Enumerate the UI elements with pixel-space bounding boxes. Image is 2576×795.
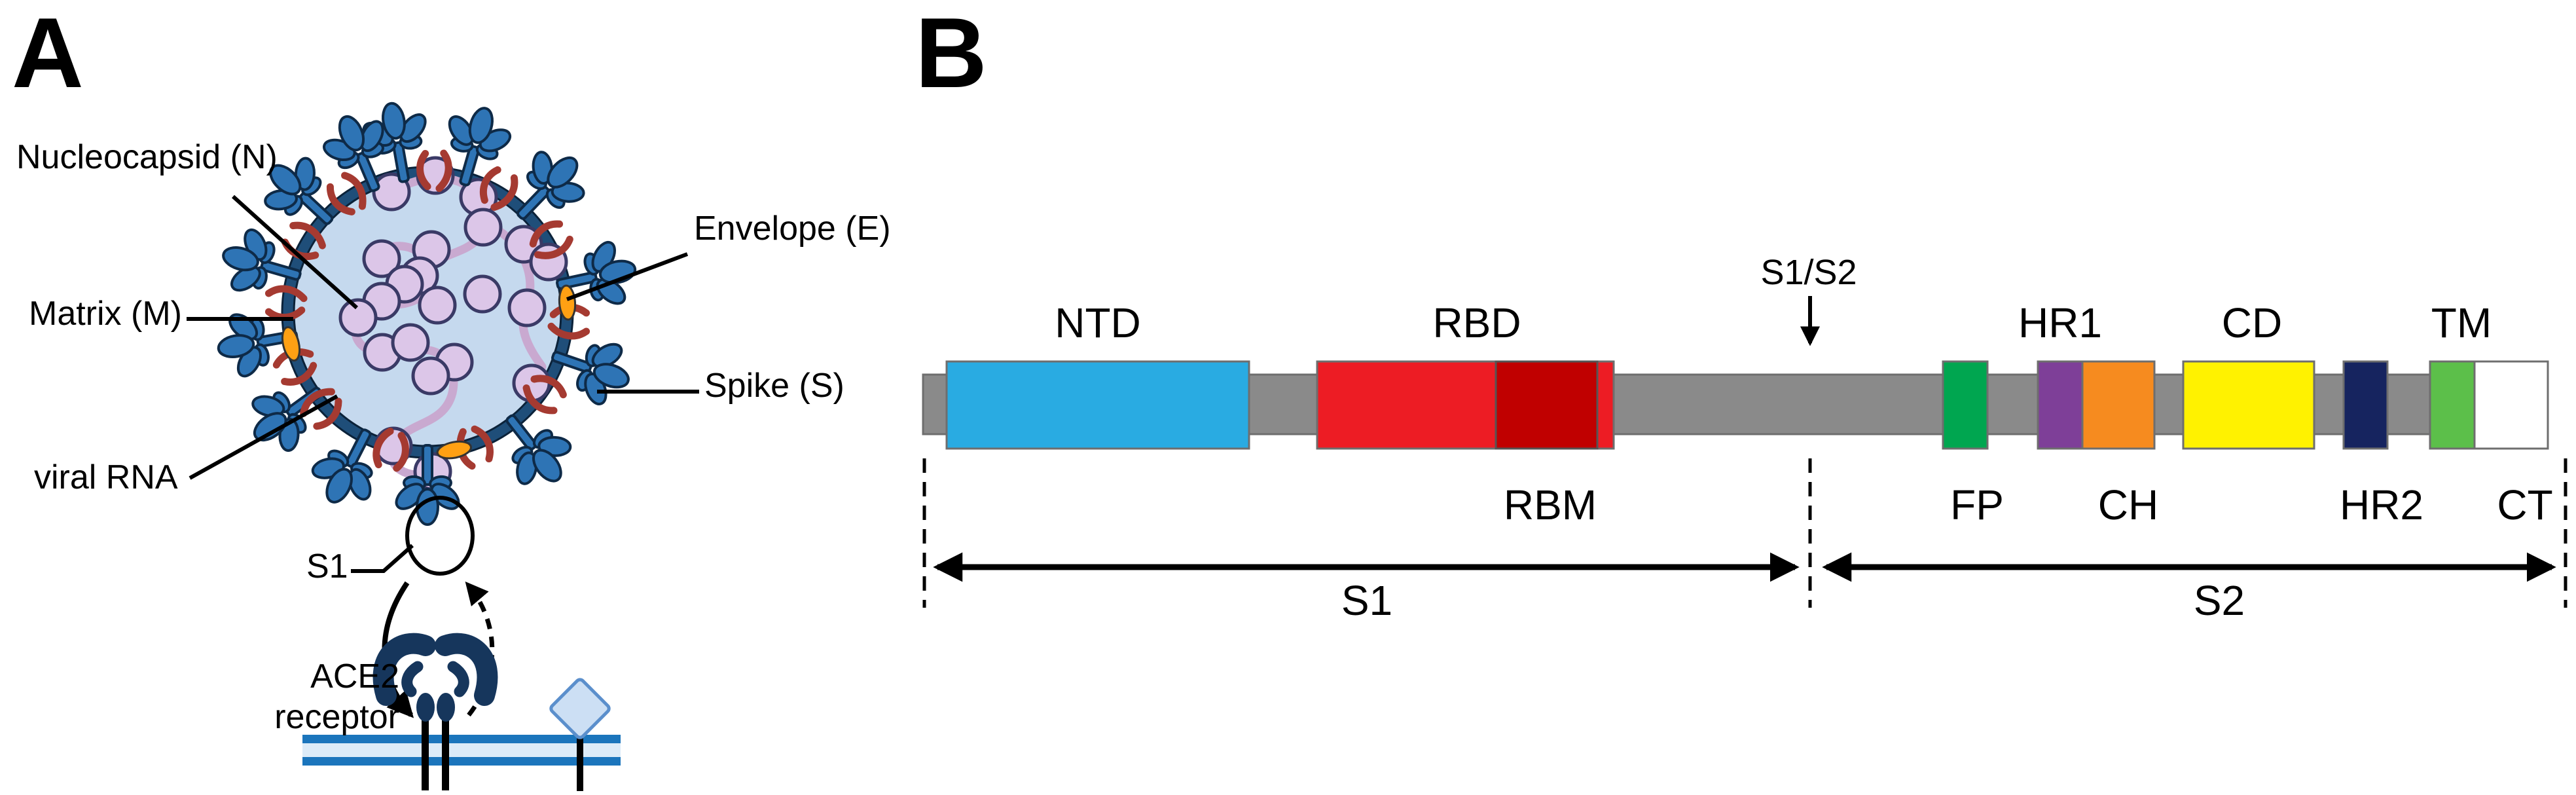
domain-box-fp	[1942, 360, 1989, 450]
nucleocapsid-label: Nucleocapsid (N)	[16, 138, 278, 176]
membrane-glycoprotein	[549, 678, 611, 791]
matrix-label: Matrix (M)	[29, 295, 182, 333]
rbm-label: RBM	[1503, 481, 1597, 528]
boundary-dashed-lines	[922, 458, 2567, 608]
hr2-label: HR2	[2339, 481, 2424, 528]
domain-box-tm	[2429, 360, 2476, 450]
envelope-label: Envelope (E)	[694, 210, 891, 248]
fp-label: FP	[1950, 481, 2004, 528]
ace2-label-line1: ACE2	[310, 657, 399, 695]
domain-box-ct	[2473, 360, 2549, 450]
panel-b-label: B	[915, 0, 989, 109]
ntd-label: NTD	[1055, 299, 1141, 346]
cell-membrane-bottom-line	[302, 757, 621, 766]
cell-membrane	[302, 735, 621, 766]
s1-leader-line	[351, 544, 414, 573]
domain-box-cd	[2182, 360, 2315, 450]
s1-highlight-circle	[405, 496, 475, 576]
spike-label: Spike (S)	[704, 367, 844, 405]
spike-domain-map	[922, 296, 2567, 608]
tm-label: TM	[2431, 299, 2492, 346]
envelope-leader-line	[566, 252, 689, 301]
ace2-label-line2: receptor	[274, 698, 399, 736]
ch-label: CH	[2097, 481, 2159, 528]
s1-subunit-callout-label: S1	[306, 547, 348, 585]
s1-subunit-span-label: S1	[1341, 577, 1393, 624]
ct-label: CT	[2497, 481, 2553, 528]
virion	[187, 96, 699, 791]
domain-box-hr1	[2037, 360, 2084, 450]
glycan-diamond	[549, 678, 611, 739]
ace2-receptor-label: ACE2 receptor	[242, 656, 399, 737]
s2-subunit-span-label: S2	[2193, 577, 2245, 624]
viral-rna-leader-line	[189, 394, 338, 480]
ace2-receptor	[372, 633, 498, 790]
cd-label: CD	[2221, 299, 2283, 346]
domain-box-hr2	[2342, 360, 2389, 450]
viral-rna-label: viral RNA	[34, 458, 178, 496]
nucleocapsid-leader-line	[231, 194, 359, 310]
domain-box-ntd	[945, 360, 1250, 450]
cleavage-site-label: S1/S2	[1760, 253, 1857, 292]
domain-box-rbm	[1495, 360, 1599, 450]
envelope-proteins	[281, 284, 577, 460]
domain-box-ch	[2081, 360, 2156, 450]
rbd-label: RBD	[1432, 299, 1521, 346]
panel-a-label: A	[12, 0, 85, 109]
hr1-label: HR1	[2018, 299, 2103, 346]
annotation-leader-lines	[187, 194, 699, 573]
cell-membrane-top-line	[302, 735, 621, 743]
cell-membrane-core	[302, 743, 621, 757]
